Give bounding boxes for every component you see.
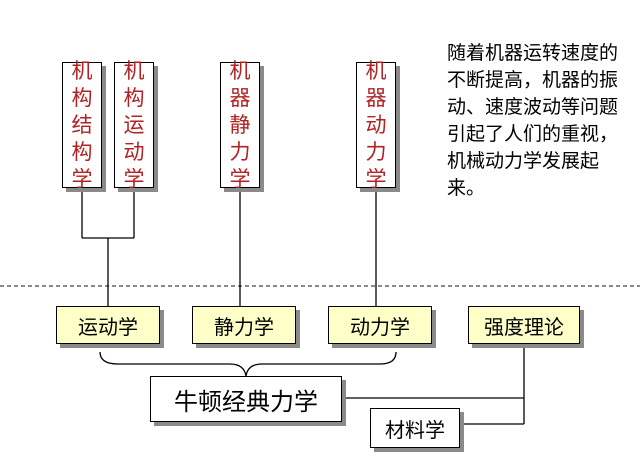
box-statics: 静力学: [192, 306, 296, 344]
box-mechanism-structure-label: 机构结构学: [71, 58, 93, 191]
box-materials: 材料学: [370, 408, 460, 448]
box-mechanism-kinematics: 机构运动学: [114, 59, 154, 191]
brace: [99, 351, 397, 377]
box-strength-theory-label: 强度理论: [484, 314, 564, 339]
box-strength-theory: 强度理论: [468, 306, 580, 344]
box-kinematics: 运动学: [56, 306, 160, 344]
box-machine-statics-label: 机器静力学: [229, 58, 251, 191]
explanatory-note: 随着机器运转速度的不断提高，机器的振动、速度波动等问题引起了人们的重视，机械动力…: [447, 42, 619, 199]
box-machine-dynamics-label: 机器动力学: [365, 58, 387, 191]
box-materials-label: 材料学: [385, 417, 445, 442]
box-dynamics-label: 动力学: [350, 314, 410, 339]
box-newtonian-mechanics: 牛顿经典力学: [150, 376, 342, 422]
box-statics-label: 静力学: [214, 314, 274, 339]
box-kinematics-label: 运动学: [78, 314, 138, 339]
box-mechanism-kinematics-label: 机构运动学: [123, 58, 145, 191]
box-machine-dynamics: 机器动力学: [356, 59, 396, 191]
box-mechanism-structure: 机构结构学: [62, 59, 102, 191]
box-newtonian-mechanics-label: 牛顿经典力学: [174, 387, 318, 416]
box-machine-statics: 机器静力学: [220, 59, 260, 191]
box-dynamics: 动力学: [328, 306, 432, 344]
